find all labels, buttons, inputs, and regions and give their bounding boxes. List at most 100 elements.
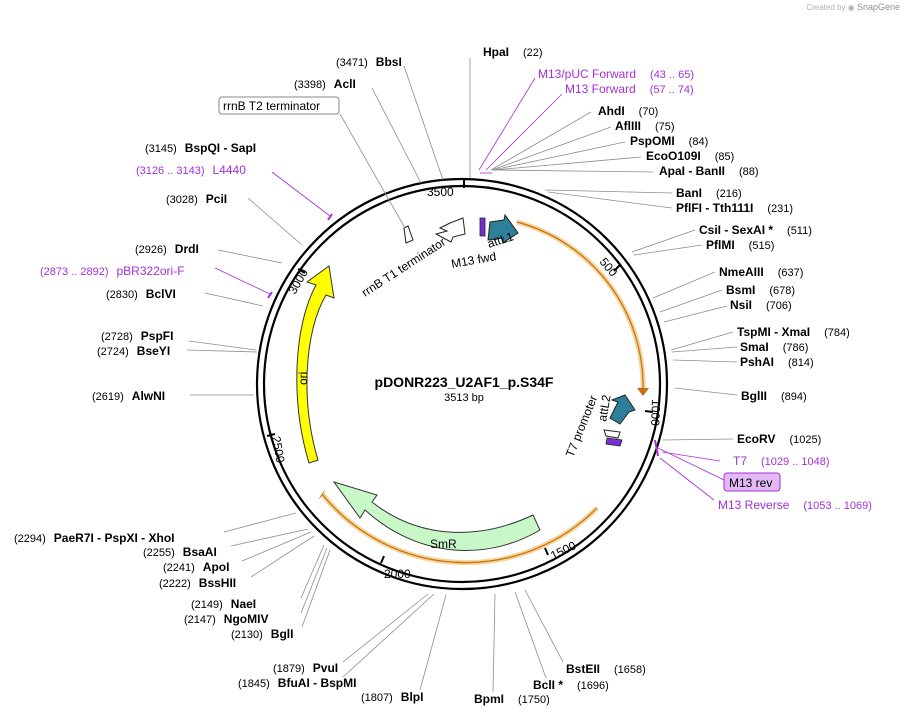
site-pos-bani: (216) bbox=[716, 188, 742, 200]
svg-text:BanI(216): BanI (216) bbox=[676, 186, 742, 200]
svg-text:(2147)NgoMIV: (2147) NgoMIV bbox=[184, 612, 268, 626]
site-pos-drdi: (2926) bbox=[135, 244, 167, 256]
ori-feature bbox=[296, 265, 335, 464]
site-pos-afliii: (75) bbox=[655, 121, 675, 133]
rrnb-t2-label-box bbox=[218, 96, 340, 115]
site-name-blpi: BlpI bbox=[401, 690, 424, 704]
primer-name-m13-puc-forward: M13/pUC Forward bbox=[538, 67, 636, 81]
site-name-bpmi: BpmI bbox=[474, 692, 504, 706]
tick-label-2000: 2000 bbox=[384, 567, 411, 581]
site-pos-apoi: (2241) bbox=[163, 562, 195, 574]
primer-name-l4440: L4440 bbox=[213, 163, 247, 177]
svg-text:(2830)BclVI: (2830)BclVI bbox=[106, 287, 176, 301]
tick-1000 bbox=[644, 410, 654, 413]
plasmid-name: pDONR223_U2AF1_p.S34F bbox=[375, 374, 554, 390]
svg-text:(2724)BseYI: (2724) BseYI bbox=[97, 344, 170, 358]
svg-text:(3145)BspQI - SapI: (3145) BspQI - SapI bbox=[145, 141, 256, 155]
feature-label-ori: ori bbox=[296, 372, 310, 385]
svg-text:BclI *(1696): BclI *(1696) bbox=[533, 678, 609, 692]
site-name-bani: BanI bbox=[676, 186, 702, 200]
site-name-psppomi: PspOMI bbox=[630, 134, 675, 148]
m13-fwd-feature bbox=[479, 217, 486, 237]
site-name-bseyi: BseYI bbox=[137, 344, 170, 358]
backbone-inner-ring bbox=[262, 184, 662, 584]
site-pos-csii: (511) bbox=[787, 225, 812, 237]
svg-text:PflMI(515): PflMI(515) bbox=[706, 238, 774, 252]
primer-mark-l4440 bbox=[327, 213, 333, 221]
site-name-bsteii: BstEII bbox=[566, 662, 600, 676]
site-pos-acli: (3398) bbox=[294, 79, 326, 91]
site-name-bsaai: BsaAI bbox=[183, 545, 217, 559]
tick-1500 bbox=[544, 547, 549, 556]
svg-text:SmaI(786): SmaI (786) bbox=[740, 340, 808, 354]
orf-arrowhead bbox=[637, 388, 649, 396]
svg-text:PspOMI(84): PspOMI (84) bbox=[630, 134, 708, 148]
smr-orf-arc-core bbox=[321, 493, 598, 564]
feature-label-rrnb-t1: rrnB T1 terminator bbox=[359, 235, 448, 300]
leaders-primers bbox=[214, 77, 721, 501]
svg-text:BpmI(1750): BpmI(1750) bbox=[474, 692, 550, 706]
svg-text:(3398)AclI: (3398)AclI bbox=[294, 77, 356, 91]
svg-text:M13 Forward(57 .. 74): M13 Forward(57 .. 74) bbox=[565, 82, 694, 96]
primer-pos-t7: (1029 .. 1048) bbox=[761, 456, 830, 468]
site-pos-smai: (786) bbox=[783, 342, 809, 354]
site-pos-pflfi: (231) bbox=[767, 203, 793, 215]
site-pos-bspqi: (3145) bbox=[145, 143, 177, 155]
svg-text:AflIII(75): AflIII(75) bbox=[615, 119, 675, 133]
site-pos-bclvi: (2830) bbox=[106, 289, 138, 301]
site-pos-ecoo109i: (85) bbox=[715, 151, 735, 163]
svg-text:(2926)DrdI: (2926)DrdI bbox=[135, 242, 199, 256]
site-pos-bseyi: (2724) bbox=[97, 346, 129, 358]
site-pos-bbsi: (3471) bbox=[336, 57, 368, 69]
site-pos-ahdi: (70) bbox=[639, 106, 659, 118]
svg-text:EcoO109I(85): EcoO109I(85) bbox=[646, 149, 734, 163]
primer-pos-m13-forward: (57 .. 74) bbox=[650, 84, 694, 96]
primer-name-pbr322ori-f: pBR322ori-F bbox=[117, 264, 185, 278]
site-name-apai: ApaI - BanII bbox=[659, 164, 725, 178]
site-name-pcii: PciI bbox=[206, 192, 227, 206]
site-name-bbsi: BbsI bbox=[376, 55, 402, 69]
site-pos-tspmi: (784) bbox=[824, 327, 850, 339]
site-name-alwni: AlwNI bbox=[132, 389, 165, 403]
svg-text:(2873 .. 2892)pBR322ori-F: (2873 .. 2892)pBR322ori-F bbox=[40, 264, 185, 278]
site-pos-bsteii: (1658) bbox=[614, 664, 646, 676]
site-name-bspqi: BspQI - SapI bbox=[185, 141, 256, 155]
orf-arc-core bbox=[516, 221, 644, 391]
site-pos-bcli: (1696) bbox=[577, 680, 609, 692]
feature-label-t7-promoter: T7 promoter bbox=[563, 393, 600, 459]
site-name-ngomiv: NgoMIV bbox=[224, 612, 269, 626]
feature-label-attl2: attL2 bbox=[595, 393, 613, 422]
svg-text:TspMI - XmaI(784): TspMI - XmaI(784) bbox=[737, 325, 850, 339]
site-pos-apai: (88) bbox=[739, 166, 759, 178]
primer-mark-pbr322 bbox=[267, 291, 273, 299]
svg-text:(2619)AlwNI: (2619)AlwNI bbox=[92, 389, 165, 403]
feature-label-smr: SmR bbox=[430, 537, 457, 551]
svg-text:HpaI(22): HpaI(22) bbox=[483, 45, 543, 59]
site-pos-pvui: (1879) bbox=[273, 663, 305, 675]
svg-text:BsmI(678): BsmI(678) bbox=[726, 283, 795, 297]
smr-orf-arrowhead bbox=[318, 488, 326, 500]
site-pos-nsii: (706) bbox=[766, 300, 792, 312]
primer-pos-l4440: (3126 .. 3143) bbox=[136, 165, 205, 177]
svg-text:CsiI - SexAI *(511): CsiI - SexAI *(511) bbox=[699, 223, 812, 237]
site-pos-psppomi: (84) bbox=[689, 136, 709, 148]
svg-text:(2255)BsaAI: (2255)BsaAI bbox=[143, 545, 217, 559]
site-name-ahdi: AhdI bbox=[598, 104, 625, 118]
site-pos-ngomiv: (2147) bbox=[184, 614, 216, 626]
credit-prefix: Created by bbox=[806, 3, 846, 12]
site-name-smai: SmaI bbox=[740, 340, 769, 354]
site-pos-pcii: (3028) bbox=[166, 194, 198, 206]
tick-label-1000: 1000 bbox=[648, 399, 663, 426]
svg-text:(2241)ApoI: (2241) ApoI bbox=[163, 560, 229, 574]
site-pos-bfuai: (1845) bbox=[238, 678, 270, 690]
svg-text:BglII(894): BglII(894) bbox=[741, 389, 807, 403]
svg-text:(3028)PciI: (3028) PciI bbox=[166, 192, 227, 206]
backbone-outer-ring bbox=[255, 177, 669, 591]
svg-text:(3126 .. 3143)L4440: (3126 .. 3143) L4440 bbox=[136, 163, 246, 177]
svg-text:ApaI - BanII(88): ApaI - BanII (88) bbox=[659, 164, 759, 178]
leaders-bottom bbox=[223, 512, 564, 693]
svg-text:BstEII(1658): BstEII (1658) bbox=[566, 662, 646, 676]
site-name-hpai: HpaI bbox=[483, 45, 509, 59]
site-name-naei: NaeI bbox=[231, 597, 256, 611]
site-name-apoi: ApoI bbox=[203, 560, 230, 574]
